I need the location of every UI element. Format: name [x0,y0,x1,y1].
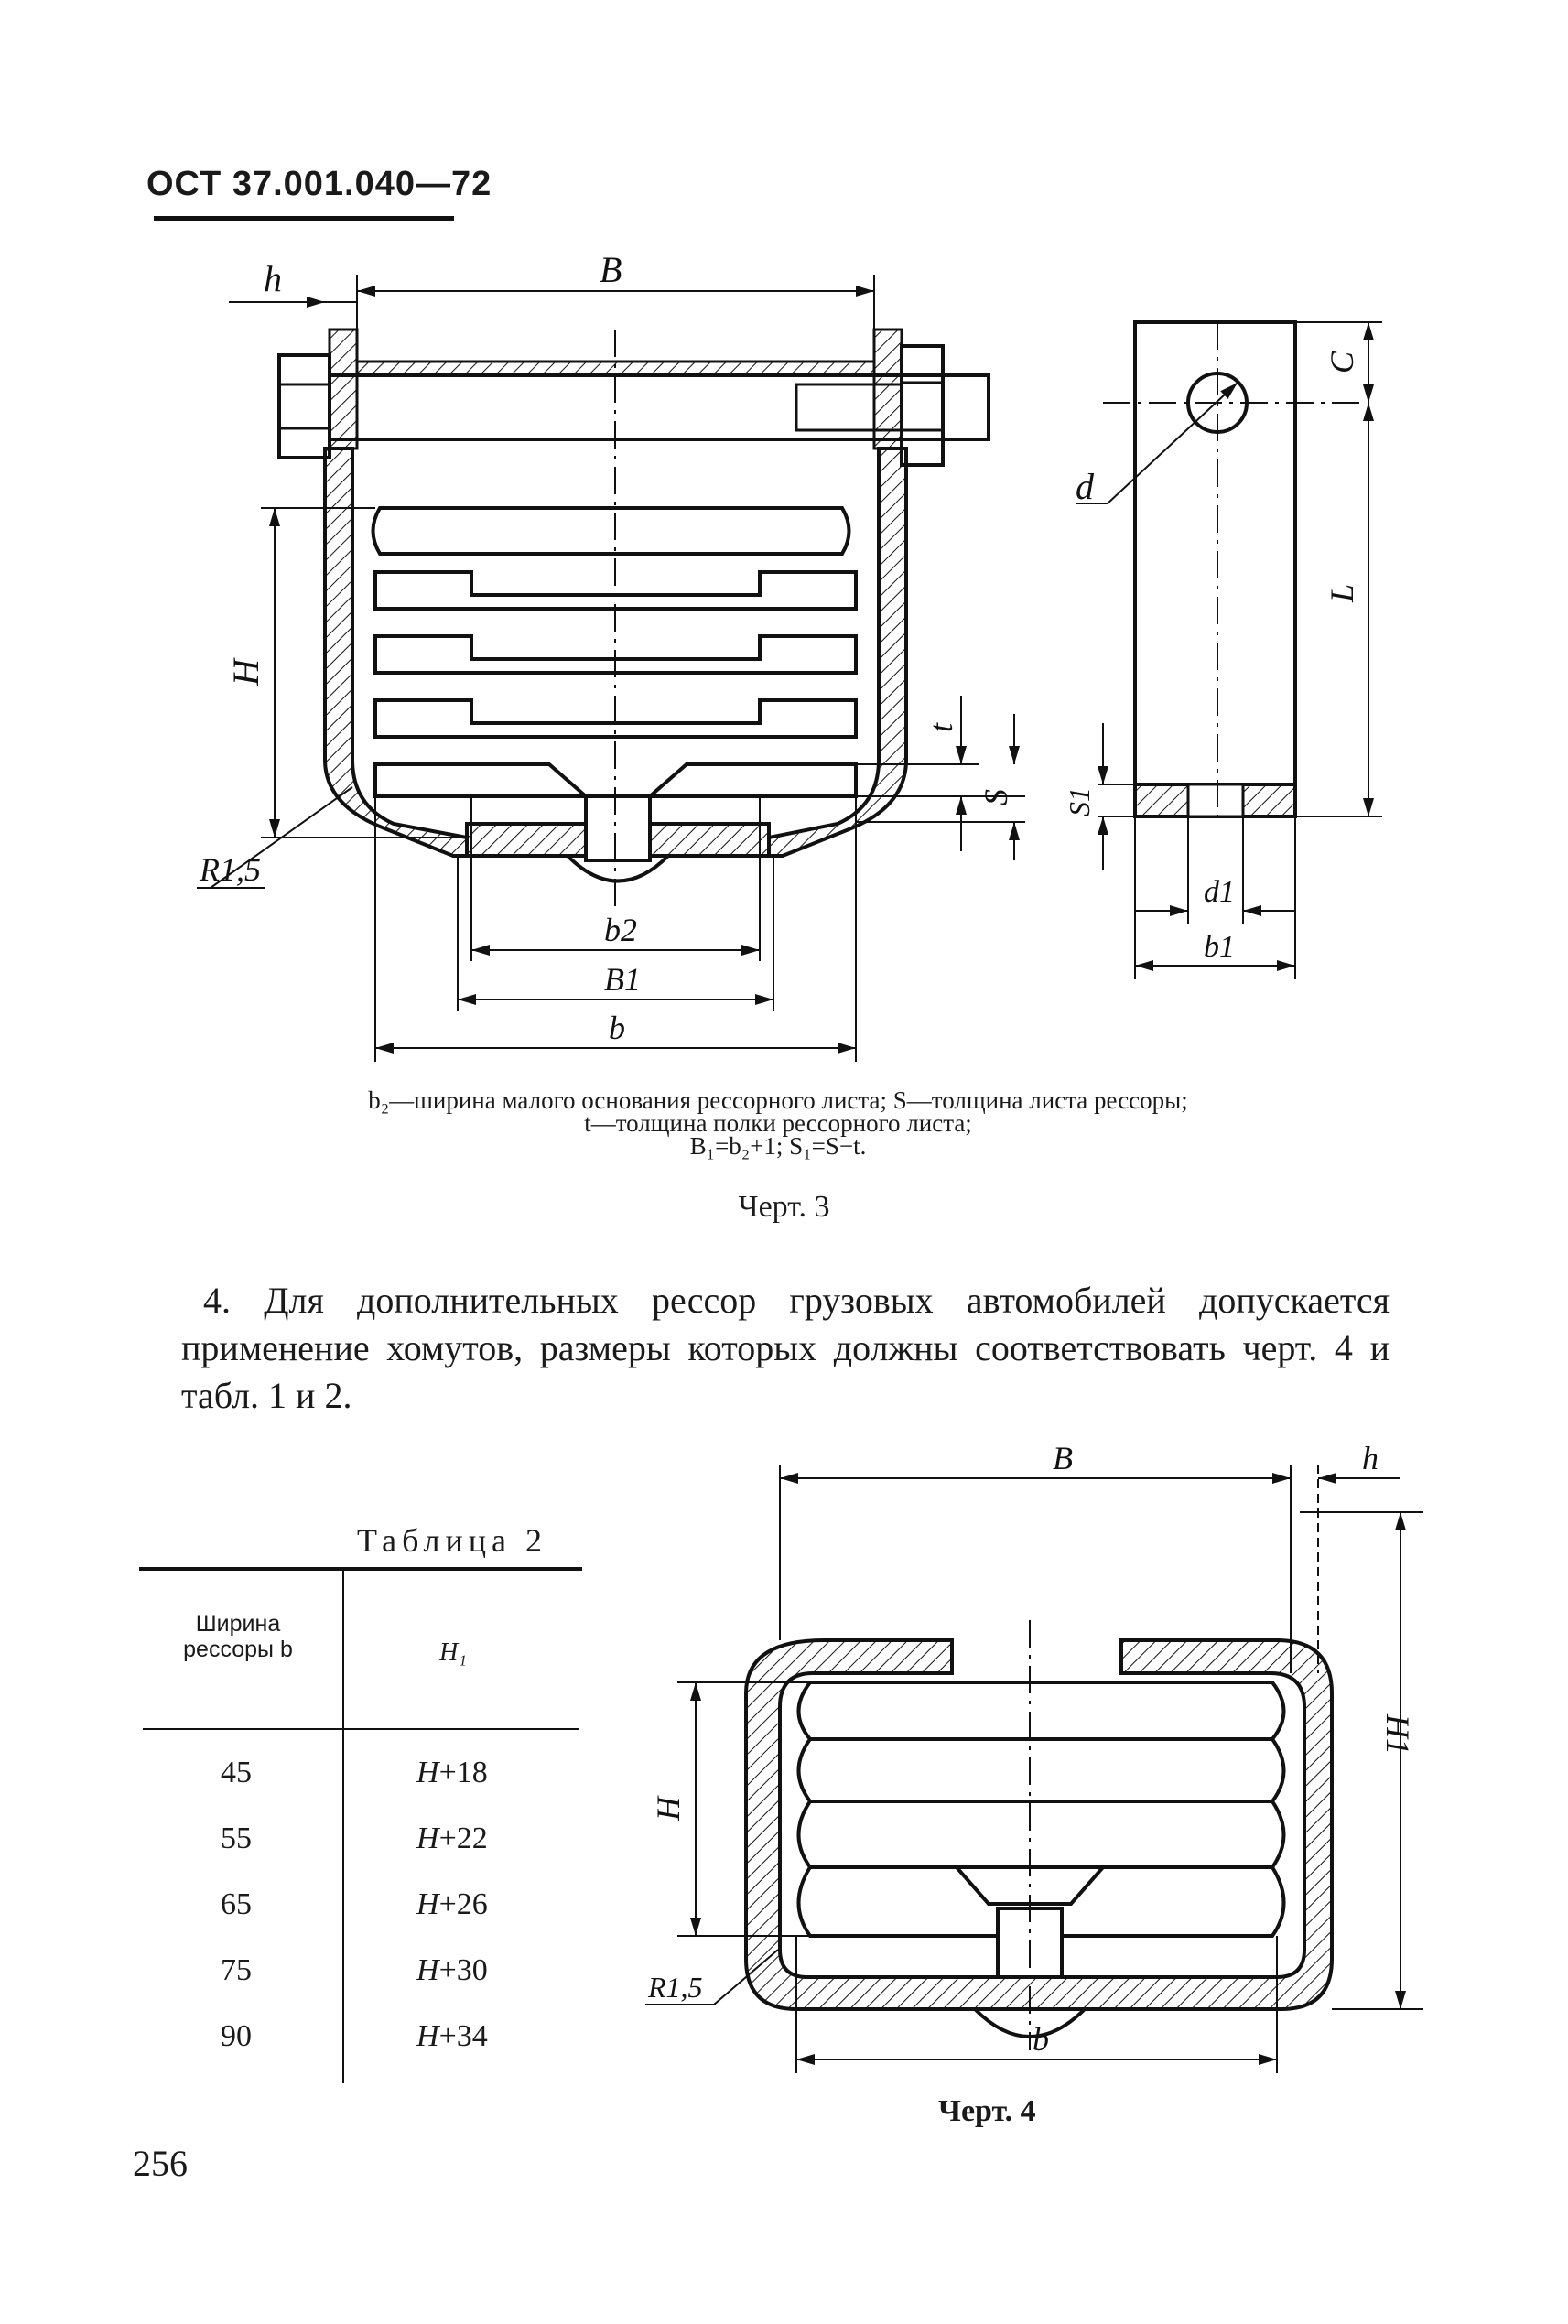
f4-leaf-1 [796,1681,1286,1741]
table-cell-h1: H+18 [416,1756,488,1790]
caption-line: b₂—ширина малого основания рессорного ли… [368,1086,1188,1114]
table-cell-h1: H+22 [416,1821,488,1856]
h1-variable: H [416,1887,439,1921]
center-bolt [584,794,652,862]
spring-leaf-3 [373,634,858,675]
dim-label-b-fig3: b [609,1010,625,1046]
dim-label-H-fig3: H [225,657,266,686]
dim-label-t-fig3: t [923,722,959,732]
spring-leaf-4 [373,698,858,739]
dim-label-C-fig3: C [1324,351,1360,373]
table-cell-b: 55 [221,1821,252,1855]
dim-label-h-fig3: h [264,258,282,299]
table-cell-b: 65 [221,1887,252,1921]
table-2-title: Таблица 2 [357,1522,547,1559]
f4-leaf-2 [796,1737,1286,1803]
table-cell-h1: H+26 [416,1887,488,1922]
caption-line: B₁=b₂+1; S₁=S−t. [689,1132,867,1160]
h1-offset: +26 [438,1887,488,1921]
figure-3-title: Черт. 3 [738,1190,830,1224]
dim-label-H1-fig4: H1 [1379,1713,1416,1755]
table-cell-h1: H+34 [416,2019,488,2054]
caption-line: t—толщина полки рессорного листа; [584,1109,972,1137]
dim-label-B-fig4: B [1053,1440,1073,1476]
h1-variable: H [416,2019,439,2053]
dim-label-L-fig3: L [1324,584,1360,603]
dim-label-b1-fig3: b1 [1204,930,1235,964]
figure-3-caption: b₂—ширина малого основания рессорного ли… [183,1086,1373,1160]
h1-variable: H [416,1756,439,1789]
table-cell-b: 75 [221,1953,252,1987]
dim-label-B1-fig3: B1 [604,961,641,998]
dim-label-R-fig4: R1,5 [647,1971,703,2004]
table-column-divider [342,1571,344,2083]
f4-leaf-4 [796,1865,1286,1938]
table-top-rule [139,1567,582,1571]
table-cell-b: 45 [221,1756,252,1789]
clamp-ear-right [872,328,903,450]
dim-label-h-fig4: h [1362,1440,1379,1476]
h1-offset: +34 [438,2019,488,2053]
table-header-h1: H₁ [439,1638,467,1667]
table-cell-b: 90 [221,2019,252,2053]
clamp-ring [744,1638,1334,2011]
h1-variable: H [416,1953,439,1987]
h1-offset: +30 [438,1953,488,1987]
h1-variable: H [416,1821,439,1855]
table-cell-h1: H+30 [416,1953,488,1988]
dim-label-d1-fig3: d1 [1204,875,1235,909]
dim-label-S1-fig3: S1 [1063,787,1096,816]
f4-leaf-3 [796,1800,1286,1869]
clause-4-text: 4. Для дополнительных рессор грузовых ав… [181,1280,1390,1416]
table-header-rule [143,1728,579,1730]
dim-label-b-fig4: b [1033,2021,1049,2058]
dim-label-d-fig3: d [1076,466,1095,507]
clamp-ear-left [328,328,359,450]
figure-4-drawing: B h H1 H R1,5 b [645,1440,1423,2073]
spring-leaf-2 [373,570,858,611]
dim-label-S-fig3: S [978,789,1014,805]
standard-header: ОСТ 37.001.040—72 [146,165,492,203]
bolt-head [277,353,331,459]
side-view-body [1133,320,1297,786]
h1-offset: +22 [438,1821,488,1855]
header-underline [154,216,454,221]
table-header-width: Ширина рессоры b [183,1611,293,1662]
dim-label-R-fig3: R1,5 [199,851,261,888]
figure-4-title: Черт. 4 [938,2094,1036,2128]
dim-label-B-fig3: B [600,249,622,290]
page-number: 256 [133,2143,188,2184]
dim-label-H-fig4: H [650,1795,687,1821]
figure-3-drawing: h B H R1,5 t S b2 B1 b d C L [197,249,1382,1062]
h1-offset: +18 [438,1756,488,1789]
dim-label-b2-fig3: b2 [604,912,637,948]
spring-leaf-top [371,506,851,556]
center-bolt-head [566,854,670,883]
spring-leaf-bottom [373,762,858,798]
